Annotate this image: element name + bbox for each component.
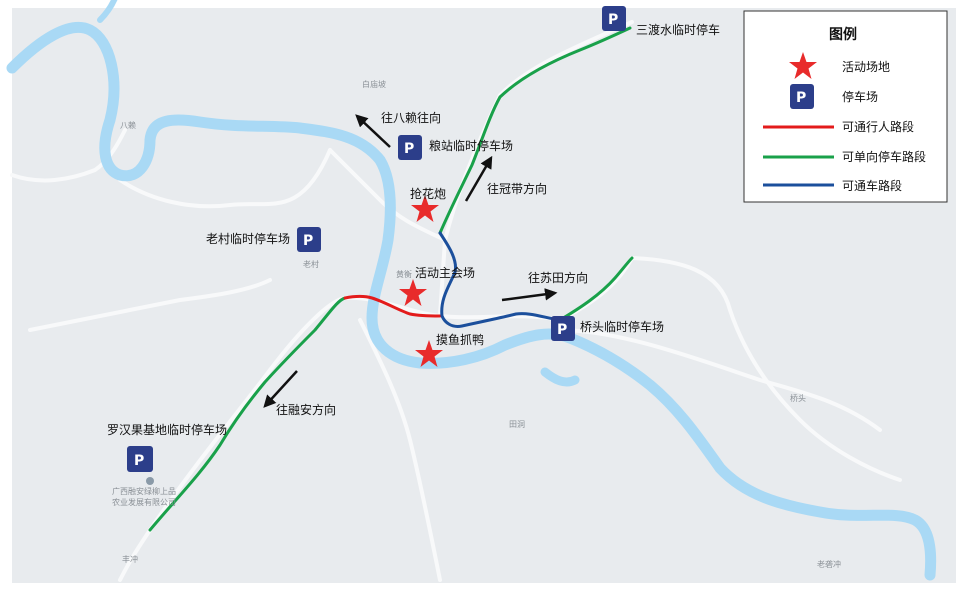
direction-labels: 往八赖往向 往冠带方向 往苏田方向 往融安方向: [276, 110, 588, 417]
legend-star-icon: [789, 52, 817, 79]
direction-guandai: 往冠带方向: [487, 181, 547, 196]
direction-sutian: 往苏田方向: [528, 270, 588, 285]
legend-title: 图例: [829, 26, 857, 43]
direction-balai: 往八赖往向: [381, 110, 441, 125]
parking-p-glyph: P: [134, 453, 144, 469]
venue-moyu-label: 摸鱼抓鸭: [436, 333, 484, 347]
legend-box: [743, 10, 948, 203]
venue-qianghuapao-star-icon[interactable]: [411, 195, 439, 222]
parking-p-icon: [398, 135, 422, 160]
place-balai: 八赖: [120, 120, 136, 130]
parking-sanduhshui-label: 三渡水临时停车: [636, 22, 720, 37]
place-laocun: 老村: [303, 259, 319, 269]
legend-parking-icon: [790, 84, 814, 109]
road-south: [358, 318, 442, 582]
company-marker-icon: [146, 477, 154, 485]
road-west: [10, 128, 127, 183]
parking-sanduhshui[interactable]: P 三渡水临时停车: [602, 6, 720, 37]
legend-item-parking: 停车场: [842, 89, 878, 104]
place-laolongchong: 老砻冲: [817, 559, 841, 569]
place-tiandong: 田洞: [509, 419, 525, 429]
parking-laocun[interactable]: P 老村临时停车场: [206, 227, 321, 252]
river-upper: [97, 0, 118, 23]
road-mid-west: [118, 148, 332, 209]
one-way-road-north: [438, 26, 632, 235]
parking-qiaotou[interactable]: P 桥头临时停车场: [551, 316, 664, 341]
parking-liangzhan[interactable]: P 粮站临时停车场: [398, 135, 513, 160]
company-name-line1: 广西融安绿柳上品: [112, 486, 176, 496]
road-west-2: [28, 278, 272, 332]
place-names: 白庙坡 八赖 老村 黄衡 田洞 桥头 老砻冲 丰冲 广西融安绿柳上品 农业发展有…: [112, 79, 841, 569]
one-way-road-east: [558, 256, 634, 322]
venue-main-star-icon[interactable]: [399, 279, 427, 306]
parking-p-icon: [297, 227, 321, 252]
venue-qianghuapao-label: 抢花炮: [410, 186, 446, 201]
road-far-east: [630, 256, 902, 482]
venues: 抢花炮 活动主会场 摸鱼抓鸭: [399, 186, 484, 367]
place-baimiao: 白庙坡: [362, 79, 386, 89]
venue-main-label: 活动主会场: [415, 266, 475, 280]
parking-lots: P 三渡水临时停车 P 粮站临时停车场 P 老村临时停车场 P 桥头临时停车场 …: [107, 6, 720, 472]
parking-luohan-label: 罗汉果基地临时停车场: [107, 422, 227, 437]
pedestrian-road: [343, 295, 442, 318]
legend-item-venue: 活动场地: [842, 60, 890, 74]
arrow-guandai-icon: [464, 155, 493, 202]
parking-p-glyph: P: [608, 12, 618, 28]
company-name-line2: 农业发展有限公司: [112, 497, 176, 507]
legend-item-vehicle: 可通车路段: [842, 178, 902, 193]
road-southwest-end: [118, 528, 152, 582]
river-pond: [540, 367, 580, 387]
parking-p-glyph: P: [557, 322, 567, 338]
legend-item-one-way: 可单向停车路段: [842, 149, 926, 164]
river-main: [6, 21, 937, 581]
road-northwest: [328, 148, 447, 242]
parking-qiaotou-label: 桥头临时停车场: [580, 319, 664, 334]
parking-p-glyph: P: [404, 141, 414, 157]
parking-luohan[interactable]: P 罗汉果基地临时停车场: [107, 422, 227, 472]
legend-parking-glyph: P: [796, 90, 806, 106]
parking-p-glyph: P: [303, 233, 313, 249]
arrow-rongan-icon: [263, 370, 298, 408]
parking-p-icon: [551, 316, 575, 341]
place-fengchong: 丰冲: [122, 554, 138, 564]
legend: 图例 活动场地 P 停车场 可通行人路段 可单向停车路段 可通车路段: [743, 10, 948, 203]
vehicle-road: [438, 231, 562, 328]
legend-item-pedestrian: 可通行人路段: [842, 119, 914, 134]
arrow-sutian-icon: [501, 288, 558, 302]
route-segments: [148, 26, 634, 532]
one-way-road-southwest: [148, 296, 347, 532]
parking-p-icon: [602, 6, 626, 31]
river: [6, 0, 937, 581]
parking-p-icon: [127, 446, 153, 472]
arrow-balai-icon: [355, 114, 391, 148]
place-qiaotou: 桥头: [790, 393, 806, 403]
venue-moyu-star-icon[interactable]: [415, 340, 443, 367]
place-huanghuang: 黄衡: [396, 269, 412, 279]
road-southeast: [558, 328, 882, 432]
parking-liangzhan-label: 粮站临时停车场: [429, 138, 513, 153]
parking-laocun-label: 老村临时停车场: [206, 231, 290, 246]
direction-arrows: [263, 114, 558, 408]
direction-rongan: 往融安方向: [276, 402, 336, 417]
